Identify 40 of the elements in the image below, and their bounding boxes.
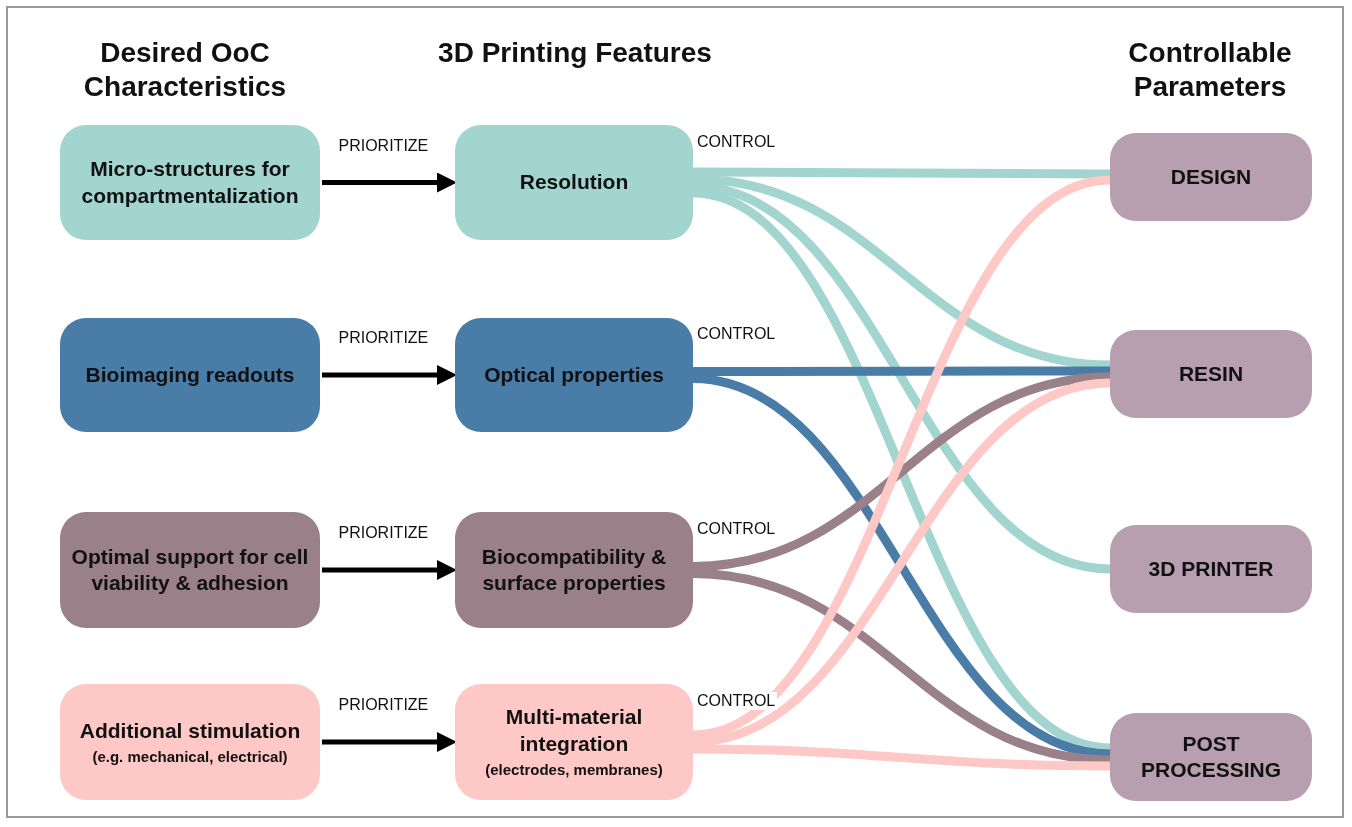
parameter-box: [1110, 525, 1312, 613]
connector-curve: [693, 167, 1110, 179]
parameter-box: [1110, 713, 1312, 801]
node-label: Additional stimulation: [79, 717, 301, 744]
column-heading: Controllable Parameters: [1127, 36, 1293, 105]
connector-curve: [692, 181, 1111, 574]
characteristic-box: [60, 318, 320, 432]
node-label: Biocompatibility & surface properties: [480, 543, 668, 596]
node-note: (electrodes, membranes): [485, 760, 663, 780]
node-label: Resolution: [519, 169, 629, 196]
node-label: Multi-material integration: [504, 704, 644, 757]
node-label: Optical properties: [484, 361, 664, 388]
arrow: [322, 560, 457, 580]
node-label: 3D PRINTER: [1148, 555, 1274, 582]
node-label: Micro-structures for compartmentalization: [80, 156, 300, 209]
feature-box: [455, 684, 693, 800]
connector-curve: [692, 744, 1111, 771]
node-note: (e.g. mechanical, electrical): [92, 747, 288, 767]
edge-label: CONTROL: [695, 692, 778, 710]
node-label: RESIN: [1178, 360, 1244, 387]
characteristic-box: [60, 512, 320, 628]
column-heading: Desired OoC Characteristics: [82, 36, 288, 105]
feature-box: [455, 125, 693, 240]
node-label: Optimal support for cell viability & adhesion: [70, 543, 310, 596]
connector-curve: [692, 174, 1111, 370]
arrow: [322, 732, 457, 752]
node-label: POST PROCESSING: [1140, 730, 1282, 783]
parameter-box: [1110, 133, 1312, 221]
connector-curve: [692, 372, 1111, 571]
arrow: [322, 172, 457, 193]
characteristic-box: [60, 125, 320, 240]
column-heading: 3D Printing Features: [437, 36, 713, 70]
characteristic-box: [60, 684, 320, 800]
parameter-box: [1110, 330, 1312, 418]
node-label: DESIGN: [1170, 163, 1252, 190]
feature-box: [455, 318, 693, 432]
arrow: [322, 365, 457, 385]
node-label: Bioimaging readouts: [85, 361, 295, 388]
connector-curve: [693, 366, 1110, 376]
feature-box: [455, 512, 693, 628]
